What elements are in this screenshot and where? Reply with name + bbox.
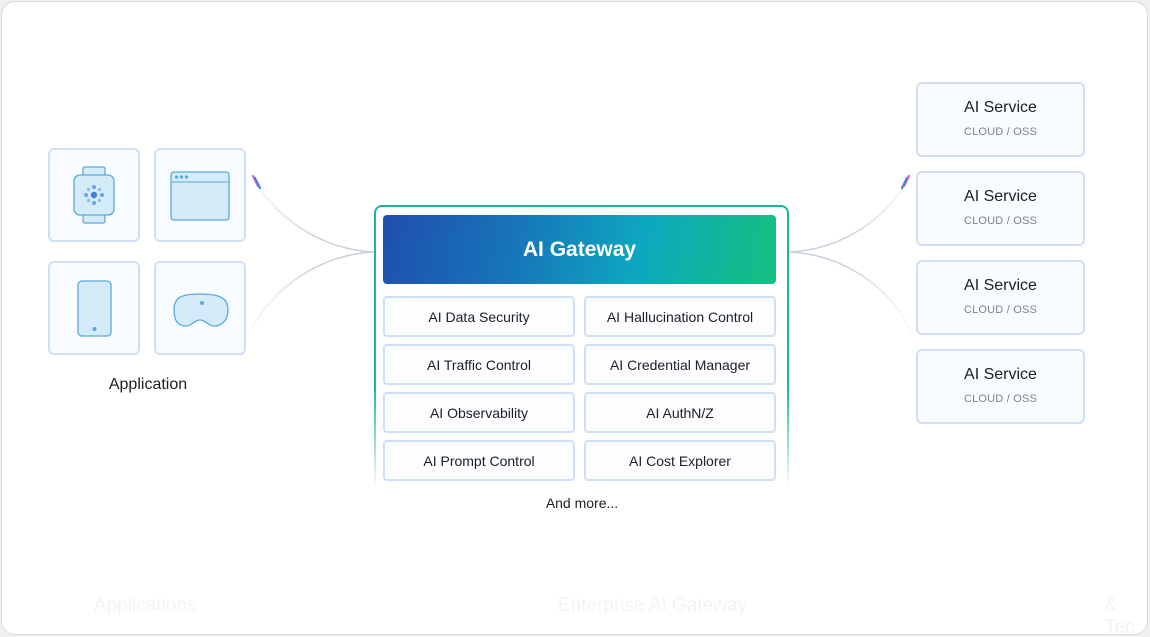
link-app-1 <box>249 171 375 253</box>
capability-traffic-control: AI Traffic Control <box>383 344 575 385</box>
and-more-label: And more... <box>545 495 619 511</box>
service-type: CLOUD / OSS <box>963 304 1038 316</box>
link-svc-3 <box>788 251 913 335</box>
ai-service-box-2: AI Service CLOUD / OSS <box>916 171 1085 246</box>
capability-prompt-control: AI Prompt Control <box>383 440 575 481</box>
capability-authnz: AI AuthN/Z <box>584 392 776 433</box>
smartwatch-icon <box>73 166 115 224</box>
smartphone-icon <box>77 280 112 337</box>
device-tile-smartphone <box>48 261 140 355</box>
service-name: AI Service <box>964 188 1037 205</box>
service-name: AI Service <box>964 366 1037 383</box>
capability-observability: AI Observability <box>383 392 575 433</box>
faded-caption-gateway: Enterprise AI Gateway <box>558 595 748 616</box>
capability-cost-explorer: AI Cost Explorer <box>584 440 776 481</box>
service-type: CLOUD / OSS <box>963 126 1038 138</box>
application-label: Application <box>108 376 188 393</box>
vr-headset-icon <box>173 293 229 327</box>
gateway-title: AI Gateway <box>383 215 776 284</box>
device-tile-vr-headset <box>154 261 246 355</box>
capability-data-security: AI Data Security <box>383 296 575 337</box>
service-type: CLOUD / OSS <box>963 393 1038 405</box>
device-tile-smartwatch <box>48 148 140 242</box>
link-svc-1 <box>788 169 913 253</box>
device-tile-browser <box>154 148 246 242</box>
capability-hallucination-control: AI Hallucination Control <box>584 296 776 337</box>
service-name: AI Service <box>964 99 1037 116</box>
ai-service-box-1: AI Service CLOUD / OSS <box>916 82 1085 157</box>
faded-caption-applications: Applications <box>94 595 197 616</box>
faded-caption-tec: & Tec <box>1105 595 1135 635</box>
service-type: CLOUD / OSS <box>963 215 1038 227</box>
service-name: AI Service <box>964 277 1037 294</box>
link-app-3 <box>249 251 375 333</box>
ai-service-box-3: AI Service CLOUD / OSS <box>916 260 1085 335</box>
capability-credential-manager: AI Credential Manager <box>584 344 776 385</box>
ai-service-box-4: AI Service CLOUD / OSS <box>916 349 1085 424</box>
browser-window-icon <box>170 171 230 221</box>
